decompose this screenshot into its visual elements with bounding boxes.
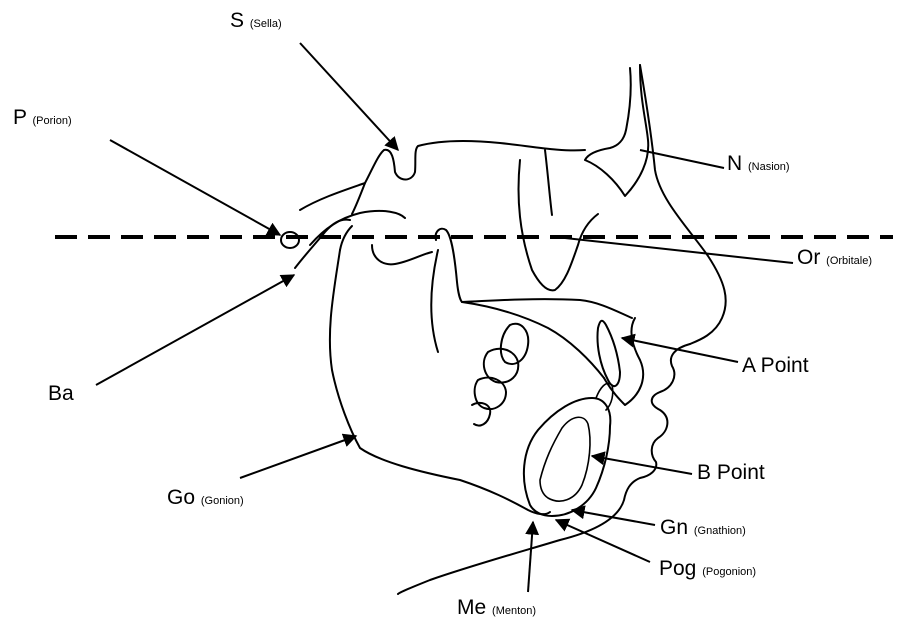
gonion-label: Go (Gonion) [167,486,244,509]
nasion-name: (Nasion) [748,161,790,173]
a-point-label: A Point [742,354,809,377]
basion-pointer [96,275,294,385]
pogonion-pointer [556,520,650,562]
b-point-pointer [592,456,692,474]
menton-abbr: Me [457,596,486,619]
porion-name: (Porion) [32,115,71,127]
indicator-lines [96,43,793,592]
sella-pointer [300,43,398,150]
menton-name: (Menton) [492,605,536,617]
gonion-pointer [240,436,356,478]
skull-tracing [281,65,726,594]
gnathion-pointer [572,510,655,525]
orbitale-label: Or (Orbitale) [797,246,872,269]
pogonion-name: (Pogonion) [702,566,756,578]
orbitale-abbr: Or [797,246,820,269]
gnathion-name: (Gnathion) [694,525,746,537]
nasion-pointer [640,150,724,168]
porion-abbr: P [13,106,27,129]
gnathion-abbr: Gn [660,516,688,539]
b-point-label: B Point [697,461,765,484]
porion-pointer [110,140,280,235]
gnathion-label: Gn (Gnathion) [660,516,746,539]
basion-label: Ba [48,382,74,405]
nasion-abbr: N [727,152,742,175]
orbitale-name: (Orbitale) [826,255,872,267]
porion-label: P (Porion) [13,106,72,129]
sella-name: (Sella) [250,18,282,30]
landmark-labels: S (Sella) P (Porion) N (Nasion) Or (Orbi… [13,9,872,619]
menton-label: Me (Menton) [457,596,536,619]
sella-abbr: S [230,9,244,32]
gonion-abbr: Go [167,486,195,509]
gonion-name: (Gonion) [201,495,244,507]
sella-label: S (Sella) [230,9,282,32]
orbitale-pointer [565,238,793,263]
pogonion-abbr: Pog [659,557,696,580]
menton-pointer [528,522,533,592]
pogonion-label: Pog (Pogonion) [659,557,756,580]
nasion-label: N (Nasion) [727,152,790,175]
